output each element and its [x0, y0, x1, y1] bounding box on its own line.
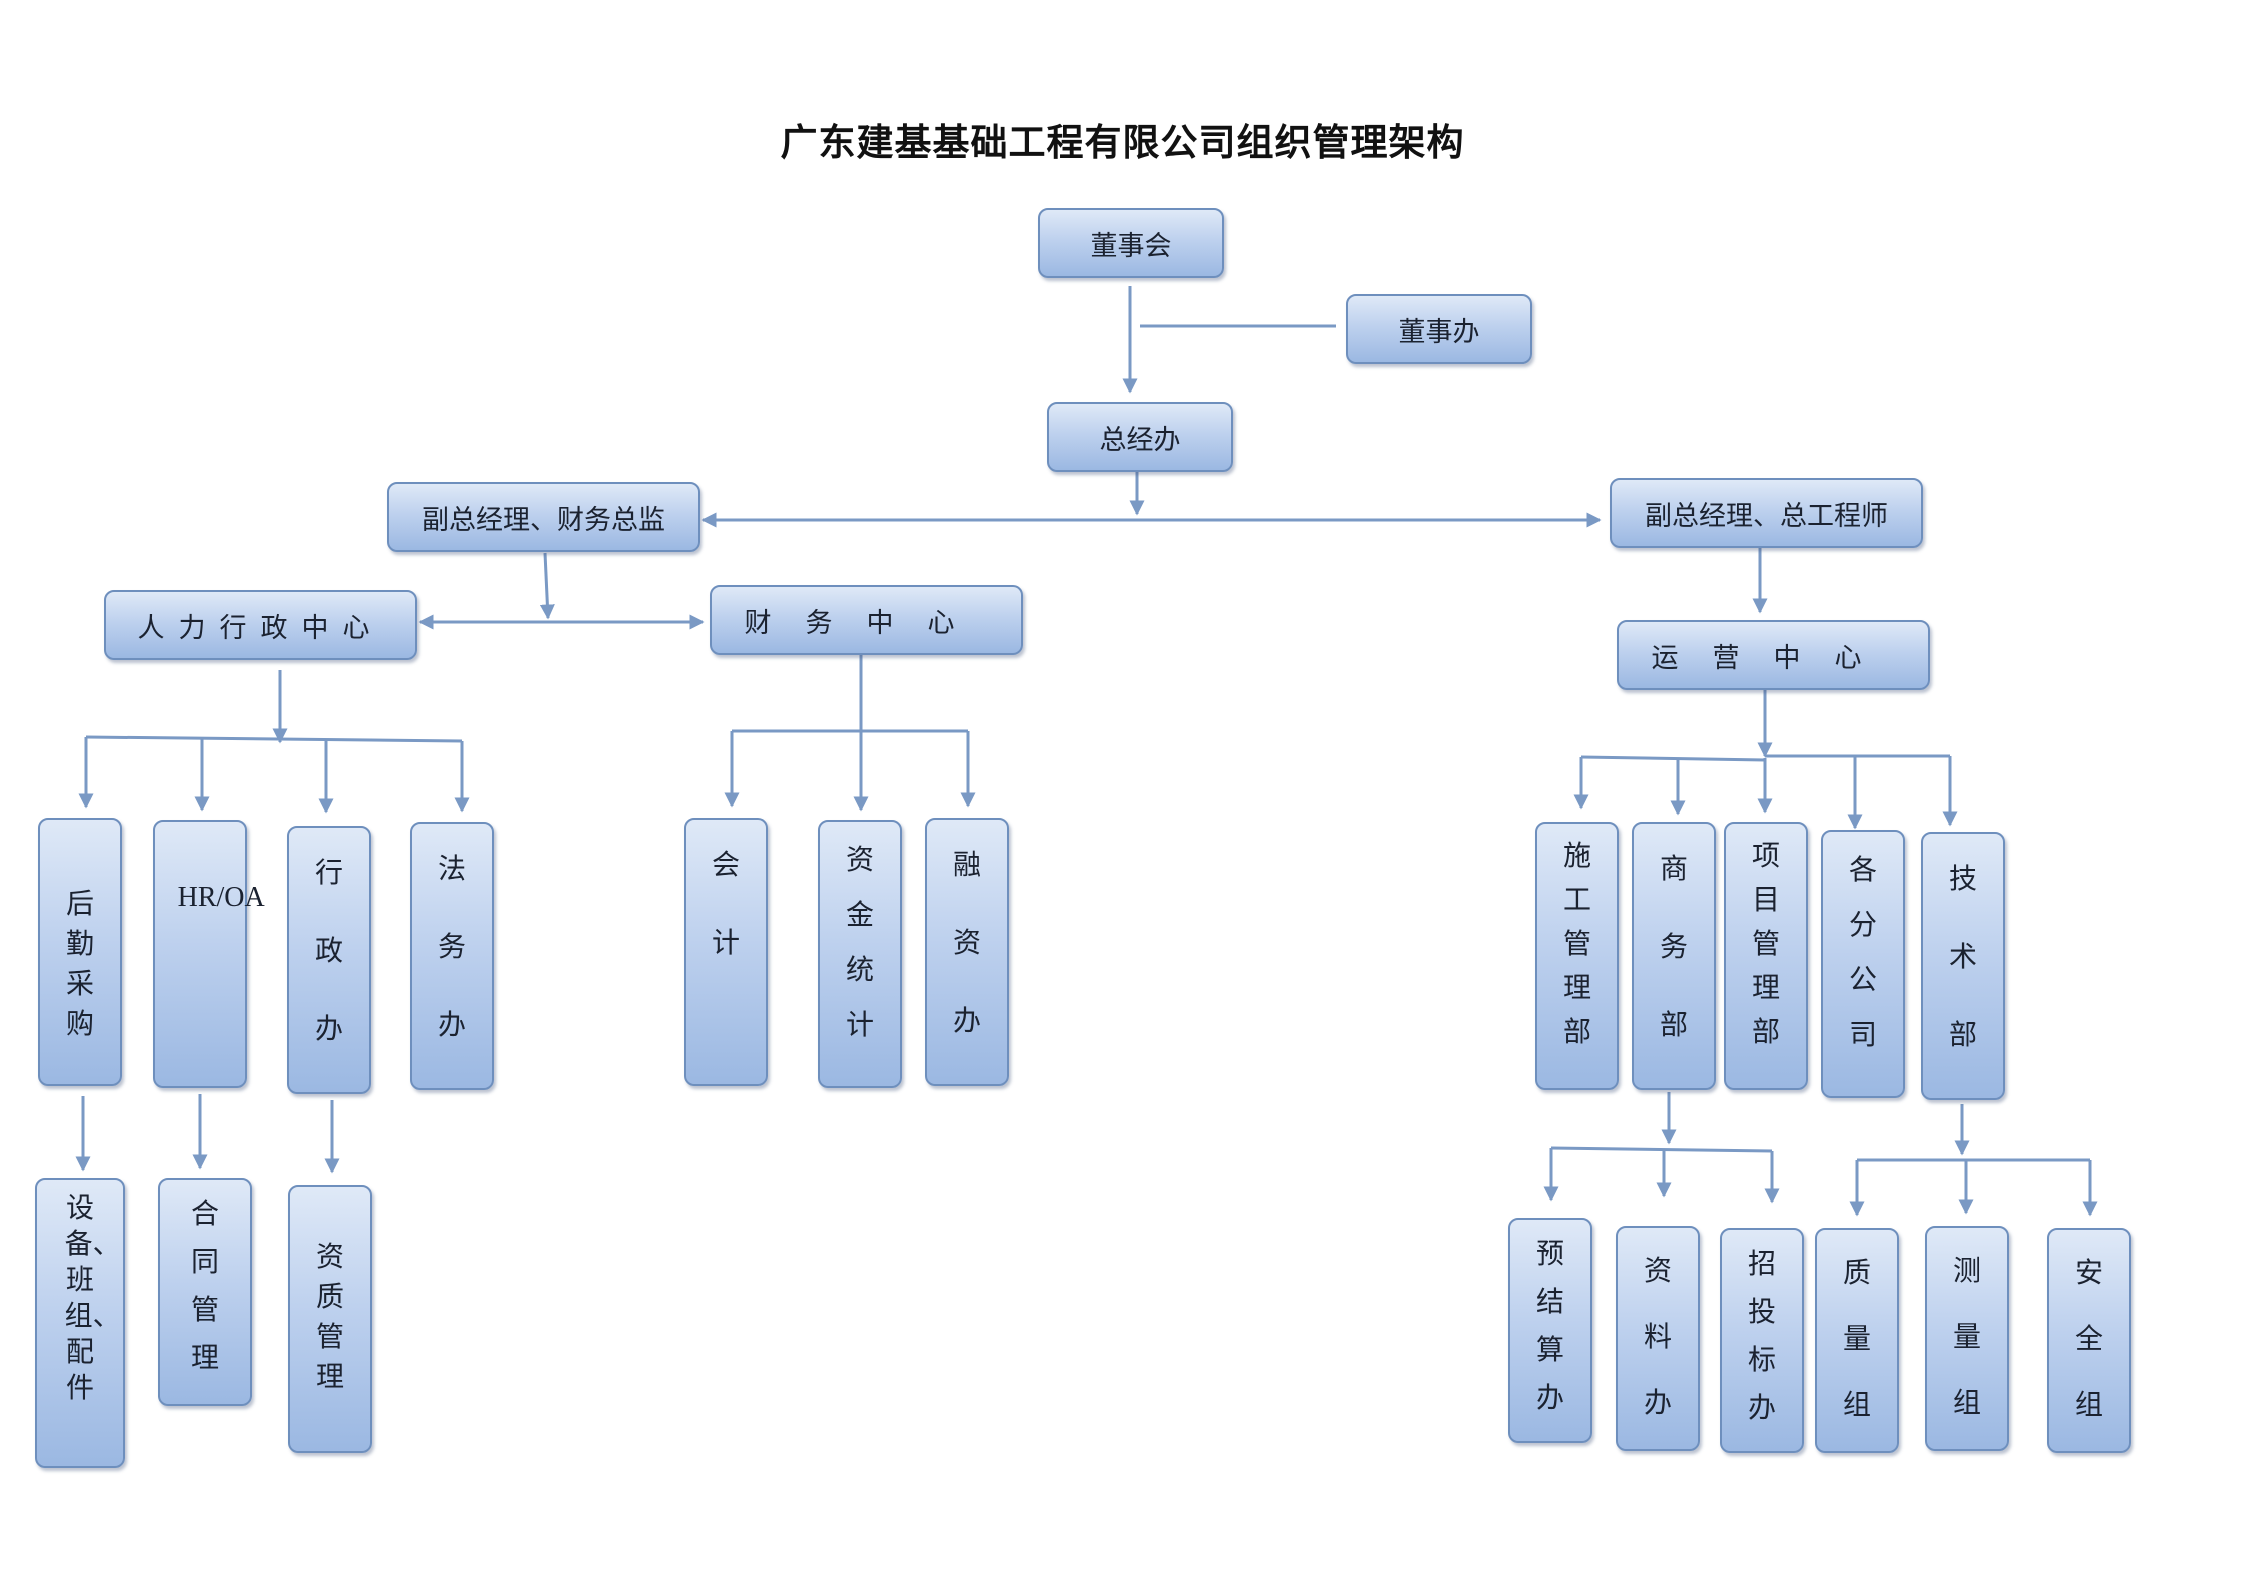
- node-accounting[interactable]: 会计: [684, 818, 768, 1086]
- node-documents-office[interactable]: 资料办: [1616, 1226, 1700, 1451]
- node-fund-stats[interactable]: 资金统计: [818, 820, 902, 1088]
- node-business-dept[interactable]: 商务部: [1632, 822, 1716, 1090]
- node-vp-finance[interactable]: 副总经理、财务总监: [387, 482, 700, 552]
- node-tech-dept[interactable]: 技术部: [1921, 832, 2005, 1100]
- node-operations-center[interactable]: 运营中心: [1617, 620, 1930, 690]
- node-vp-engineer[interactable]: 副总经理、总工程师: [1610, 478, 1923, 548]
- connector-ops-bus: [1580, 755, 1766, 762]
- node-survey-group[interactable]: 测量组: [1925, 1226, 2009, 1451]
- node-financing-office[interactable]: 融资办: [925, 818, 1009, 1086]
- node-board[interactable]: 董事会: [1038, 208, 1224, 278]
- node-construction-dept[interactable]: 施工管理部: [1535, 822, 1619, 1090]
- node-legal-office[interactable]: 法务办: [410, 822, 494, 1090]
- node-hr-admin-center[interactable]: 人力行政中心: [104, 590, 417, 660]
- connector-hr-bus: [85, 735, 463, 743]
- node-finance-center[interactable]: 财务中心: [710, 585, 1023, 655]
- node-gm-office[interactable]: 总经办: [1047, 402, 1233, 472]
- node-budget-office[interactable]: 预结算办: [1508, 1218, 1592, 1443]
- node-equipment[interactable]: 设备、班组、配件: [35, 1178, 125, 1468]
- node-branches[interactable]: 各分公司: [1821, 830, 1905, 1098]
- node-safety-group[interactable]: 安全组: [2047, 1228, 2131, 1453]
- node-admin-office[interactable]: 行政办: [287, 826, 371, 1094]
- connector-business-bus: [1550, 1146, 1773, 1153]
- node-hr-oa[interactable]: HR/OA: [153, 820, 265, 1088]
- node-logistics[interactable]: 后勤采购: [38, 818, 122, 1086]
- connector-vpf-down: [539, 552, 555, 620]
- node-contracts[interactable]: 合同管理: [158, 1178, 252, 1406]
- node-bidding-office[interactable]: 招投标办: [1720, 1228, 1804, 1453]
- node-qualification[interactable]: 资质管理: [288, 1185, 372, 1453]
- node-board-office[interactable]: 董事办: [1346, 294, 1532, 364]
- node-quality-group[interactable]: 质量组: [1815, 1228, 1899, 1453]
- node-project-dept[interactable]: 项目管理部: [1724, 822, 1808, 1090]
- page-title: 广东建基基础工程有限公司组织管理架构: [780, 120, 1465, 164]
